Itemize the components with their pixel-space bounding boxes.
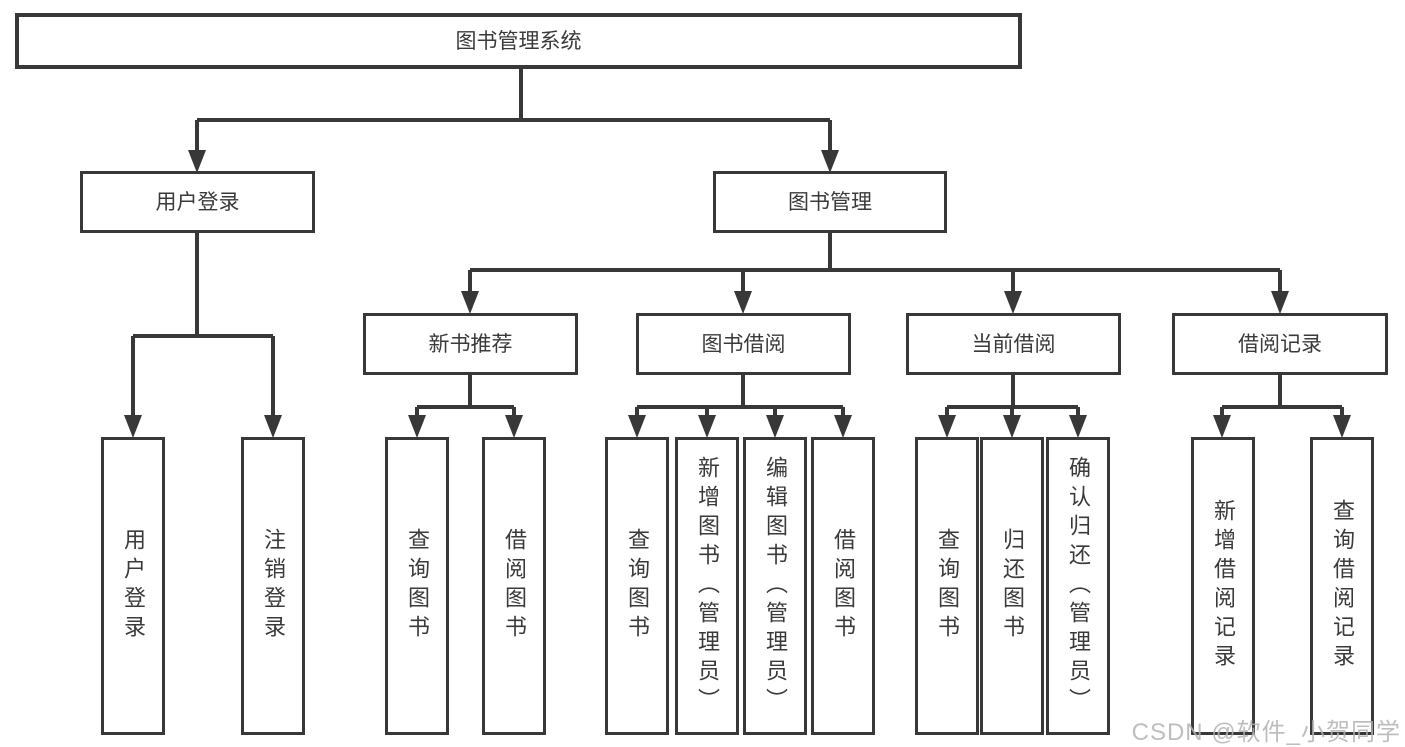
- leaf-borrow-books: 借阅图书: [811, 437, 875, 735]
- node-library-system: 图书管理系统: [15, 13, 1022, 69]
- node-new-book-recommend: 新书推荐: [363, 313, 578, 375]
- leaf-edit-books-admin: 编辑图书（管理员）: [743, 437, 807, 735]
- node-book-management: 图书管理: [713, 171, 947, 233]
- leaf-query-books: 查询图书: [605, 437, 669, 735]
- csdn-watermark: CSDN @软件_小贺同学: [1131, 719, 1401, 746]
- leaf-query-borrow-record: 查询借阅记录: [1310, 437, 1374, 735]
- leaf-user-login: 用户登录: [101, 437, 165, 735]
- node-user-login: 用户登录: [80, 171, 315, 233]
- node-book-borrowing: 图书借阅: [636, 313, 851, 375]
- leaf-borrow-books: 借阅图书: [482, 437, 546, 735]
- leaf-add-borrow-record: 新增借阅记录: [1191, 437, 1255, 735]
- leaf-query-books: 查询图书: [915, 437, 979, 735]
- node-borrowing-records: 借阅记录: [1172, 313, 1388, 375]
- node-current-borrowing: 当前借阅: [906, 313, 1121, 375]
- leaf-confirm-return-admin: 确认归还（管理员）: [1046, 437, 1110, 735]
- leaf-logout: 注销登录: [241, 437, 305, 735]
- leaf-add-books-admin: 新增图书（管理员）: [675, 437, 739, 735]
- leaf-query-books: 查询图书: [385, 437, 449, 735]
- leaf-return-books: 归还图书: [980, 437, 1044, 735]
